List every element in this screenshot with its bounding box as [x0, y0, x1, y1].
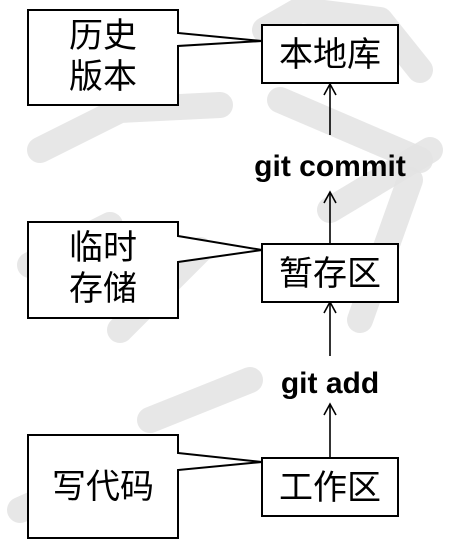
note-write-code: 写代码 — [27, 434, 263, 539]
arrow-staging-to-add — [323, 300, 337, 356]
note-temp-line1: 临时 — [69, 228, 137, 268]
arrow-commit — [323, 190, 337, 245]
stage-repository: 本地库 — [261, 24, 399, 84]
stage-repository-label: 本地库 — [279, 35, 381, 75]
note-temp-line2: 存储 — [69, 269, 137, 309]
note-write-code-text: 写代码 — [52, 467, 154, 507]
command-commit: git commit — [254, 150, 406, 183]
note-history-line1: 历史 — [69, 16, 137, 56]
command-add: git add — [281, 367, 379, 400]
note-history-line2: 版本 — [69, 57, 137, 97]
note-temp-storage: 临时 存储 — [27, 221, 263, 319]
note-history: 历史 版本 — [27, 9, 263, 106]
stage-workspace-label: 工作区 — [279, 468, 381, 508]
arrow-add — [323, 402, 337, 458]
stage-staging-label: 暂存区 — [279, 254, 381, 294]
stage-staging: 暂存区 — [261, 243, 399, 303]
stage-workspace: 工作区 — [261, 457, 399, 517]
